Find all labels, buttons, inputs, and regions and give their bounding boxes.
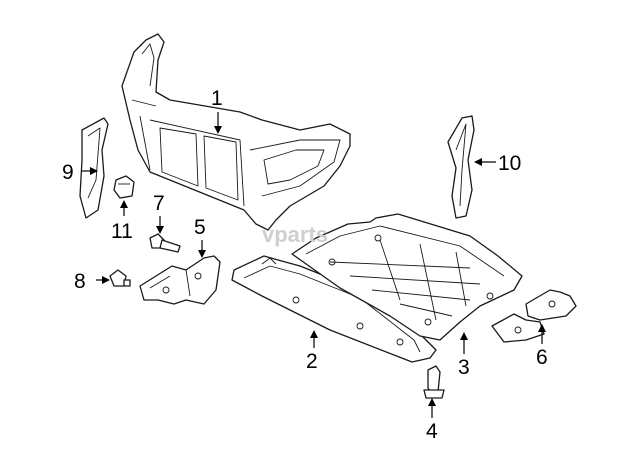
part-11-clip <box>113 175 135 199</box>
part-2-front-under-cover <box>231 255 437 363</box>
watermark-text: vparts <box>262 222 328 247</box>
callout-10: 10 <box>498 152 521 175</box>
part-5-bracket <box>139 255 221 305</box>
callout-8: 8 <box>74 270 86 293</box>
leader-lines <box>82 112 546 418</box>
part-1-radiator-support <box>121 33 351 231</box>
part-7-bolt <box>149 233 181 253</box>
callout-7: 7 <box>153 192 165 215</box>
callout-2: 2 <box>306 350 318 373</box>
callout-3: 3 <box>458 356 470 379</box>
callout-1: 1 <box>211 87 223 110</box>
callout-5: 5 <box>194 216 206 239</box>
part-9-air-guide-left <box>79 117 109 219</box>
part-6-brackets <box>491 289 577 343</box>
callout-11: 11 <box>111 220 133 243</box>
part-10-air-guide-right <box>447 115 475 219</box>
callout-9: 9 <box>62 161 74 184</box>
part-8-bolt <box>109 269 131 287</box>
part-4-bolt <box>423 365 445 399</box>
callout-labels: 1 2 3 4 5 6 7 8 9 10 11 <box>62 87 548 443</box>
callout-4: 4 <box>426 420 438 443</box>
callout-6: 6 <box>536 346 548 369</box>
part-3-engine-under-cover <box>291 213 523 341</box>
